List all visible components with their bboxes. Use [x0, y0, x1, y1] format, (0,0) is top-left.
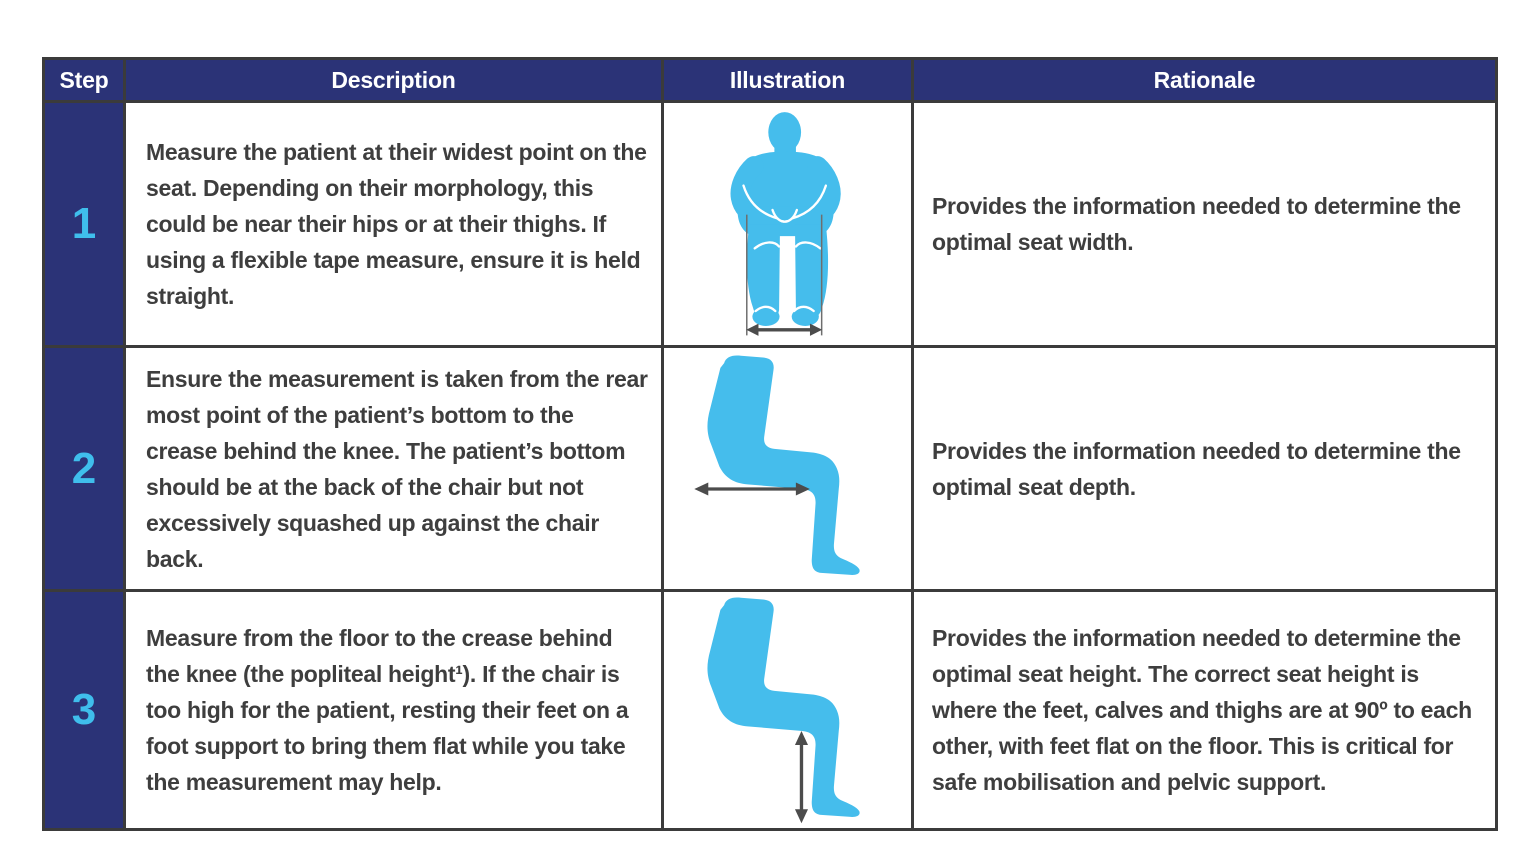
- patient-side-height-illustration: [707, 597, 860, 823]
- height-measurement-arrow: [794, 730, 809, 823]
- depth-measurement-arrow: [694, 482, 810, 496]
- description-cell-3: Measure from the floor to the crease beh…: [126, 592, 661, 828]
- header-label-description: Description: [331, 66, 456, 93]
- header-cell-rationale: Rationale: [914, 60, 1495, 100]
- seat-measurement-table: Step Description Illustration Rationale …: [42, 57, 1498, 831]
- patient-front-width-illustration: [730, 112, 841, 336]
- description-cell-2: Ensure the measurement is taken from the…: [126, 348, 661, 589]
- description-cell-1: Measure the patient at their widest poin…: [126, 103, 661, 345]
- header-label-illustration: Illustration: [729, 66, 846, 93]
- rationale-cell-1: Provides the information needed to deter…: [914, 103, 1495, 345]
- rationale-cell-3: Provides the information needed to deter…: [914, 592, 1495, 828]
- rationale-text: Provides the information needed to deter…: [932, 193, 1461, 255]
- step-number: 1: [71, 199, 97, 248]
- width-measurement-guides: [746, 214, 823, 336]
- description-text: Measure the patient at their widest poin…: [146, 139, 647, 309]
- step-number: 3: [71, 685, 97, 734]
- step-number: 2: [71, 443, 97, 493]
- description-text: Ensure the measurement is taken from the…: [146, 365, 648, 572]
- header-cell-description: Description: [126, 60, 661, 100]
- rationale-text: Provides the information needed to deter…: [932, 437, 1461, 500]
- rationale-cell-2: Provides the information needed to deter…: [914, 348, 1495, 589]
- header-cell-illustration: Illustration: [664, 60, 911, 100]
- step-cell-2: 2: [45, 348, 123, 589]
- description-text: Measure from the floor to the crease beh…: [146, 625, 629, 795]
- header-cell-step: Step: [45, 60, 123, 100]
- rationale-text: Provides the information needed to deter…: [932, 625, 1472, 795]
- patient-side-depth-illustration: [694, 355, 860, 575]
- step-cell-3: 3: [45, 592, 123, 828]
- illustration-cell-1: [664, 103, 911, 345]
- header-label-step: Step: [59, 66, 109, 93]
- illustration-cell-2: [664, 348, 911, 589]
- step-cell-1: 1: [45, 103, 123, 345]
- illustration-cell-3: [664, 592, 911, 828]
- header-label-rationale: Rationale: [1153, 66, 1256, 93]
